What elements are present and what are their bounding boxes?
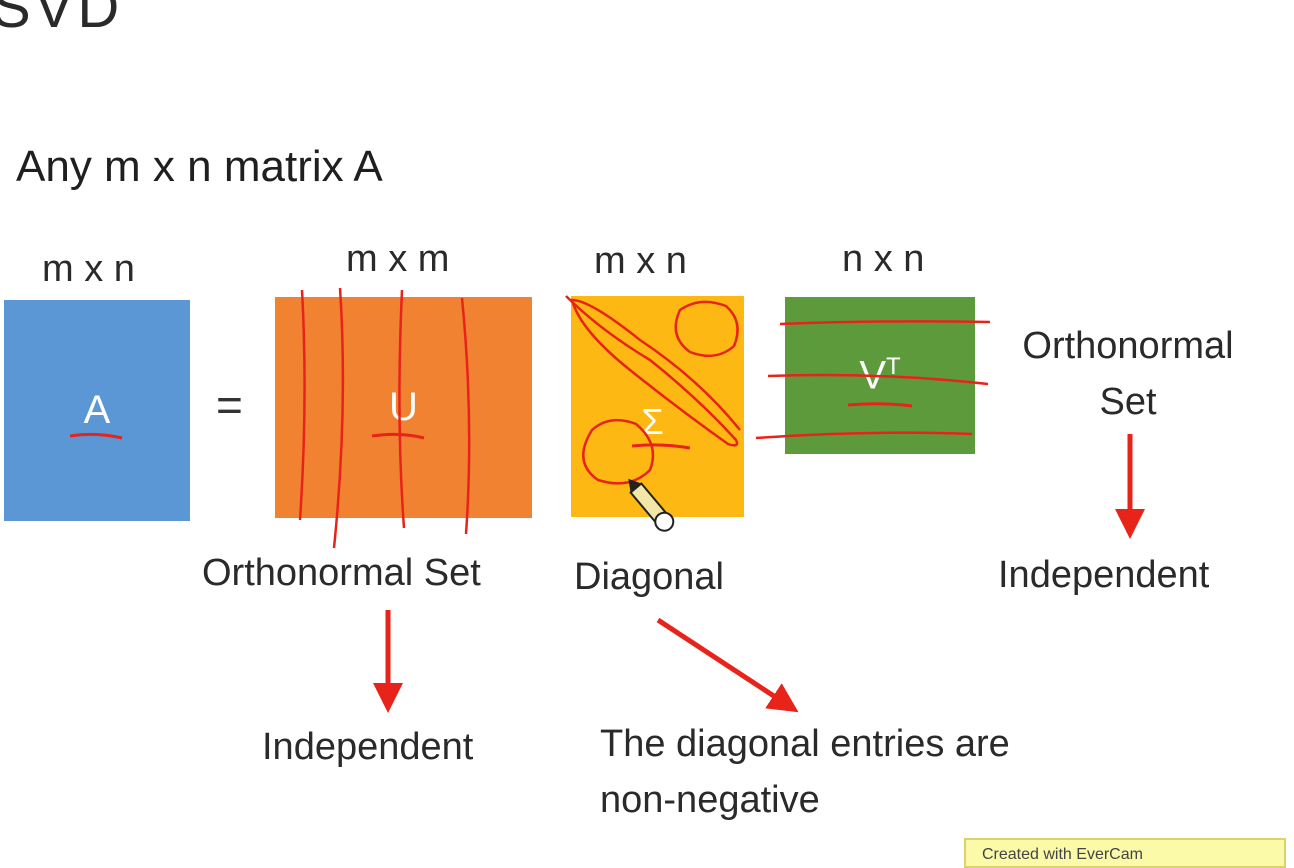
matrix-sigma-dims: m x n	[594, 240, 687, 282]
arrow-sigma-to-nonnegative	[656, 617, 799, 713]
sigma-caption: Diagonal	[574, 556, 724, 598]
matrix-u-block: U	[275, 297, 532, 518]
matrix-vt-symbol: VT	[859, 353, 900, 398]
matrix-vt-base: V	[859, 353, 886, 398]
equals-sign: =	[216, 379, 243, 431]
matrix-sigma-block: Σ	[571, 296, 744, 517]
sigma-implication: The diagonal entries are non-negative	[600, 723, 1010, 821]
matrix-a-dims: m x n	[42, 248, 135, 290]
matrix-vt-superscript: T	[886, 352, 901, 380]
matrix-a-symbol: A	[83, 388, 111, 432]
matrix-u-symbol: U	[389, 385, 418, 429]
matrix-u-dims: m x m	[346, 238, 450, 280]
matrix-vt-block: VT	[785, 297, 975, 454]
slide-title: SVD	[0, 0, 124, 40]
matrix-vt-dims: n x n	[842, 238, 925, 280]
vt-caption: Orthonormal Set	[1022, 325, 1234, 423]
vt-implication: Independent	[998, 554, 1210, 596]
u-caption: Orthonormal Set	[202, 552, 481, 594]
matrix-sigma-symbol: Σ	[641, 400, 664, 442]
matrix-a-block: A	[4, 300, 190, 521]
slide-heading: Any m x n matrix A	[16, 142, 383, 191]
watermark-banner: Created with EverCam	[964, 838, 1286, 868]
u-implication: Independent	[262, 726, 474, 768]
